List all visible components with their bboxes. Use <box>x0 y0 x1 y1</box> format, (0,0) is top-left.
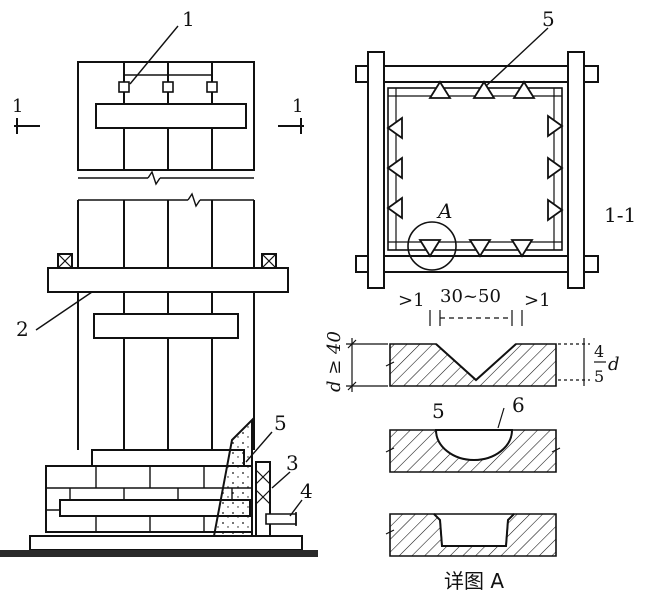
label-5-plan: 5 <box>542 7 555 31</box>
label-2: 2 <box>16 317 29 341</box>
plan-view <box>355 51 599 289</box>
spacing-dimension <box>429 310 523 326</box>
label-6: 6 <box>512 393 525 417</box>
leader-5-plan <box>485 27 549 87</box>
label-4: 4 <box>300 479 313 503</box>
gap-right-text: >1 <box>524 290 551 311</box>
label-A-plan: A <box>436 199 452 223</box>
elevation-view <box>0 61 318 557</box>
spacing-text: 30~50 <box>440 286 501 307</box>
detail-circle-A <box>407 221 457 271</box>
plan-wedges <box>386 80 564 258</box>
fraction-numerator: 4 <box>594 342 604 361</box>
gap-left-text: >1 <box>398 290 425 311</box>
leader-lines <box>35 25 303 517</box>
thickness-dimension <box>346 338 388 392</box>
label-5-elevation: 5 <box>274 411 287 435</box>
section-label-left: 1 <box>12 96 23 117</box>
label-1: 1 <box>182 7 195 31</box>
detail-caption: 详图 A <box>444 569 504 593</box>
depth-dimension <box>558 338 606 386</box>
detail-section-2 <box>385 407 561 473</box>
label-3: 3 <box>286 451 299 475</box>
thickness-text: d ≥ 40 <box>324 331 345 392</box>
section-marker-right <box>278 118 304 134</box>
fraction-denominator: 5 <box>594 367 604 386</box>
detail-section-1 <box>385 343 557 387</box>
section-label-right: 1 <box>292 96 303 117</box>
label-5-detail: 5 <box>432 399 445 423</box>
detail-section-3 <box>385 513 557 557</box>
section-title: 1-1 <box>604 203 636 227</box>
fraction-d: d <box>608 354 620 375</box>
section-marker-left <box>14 118 40 134</box>
